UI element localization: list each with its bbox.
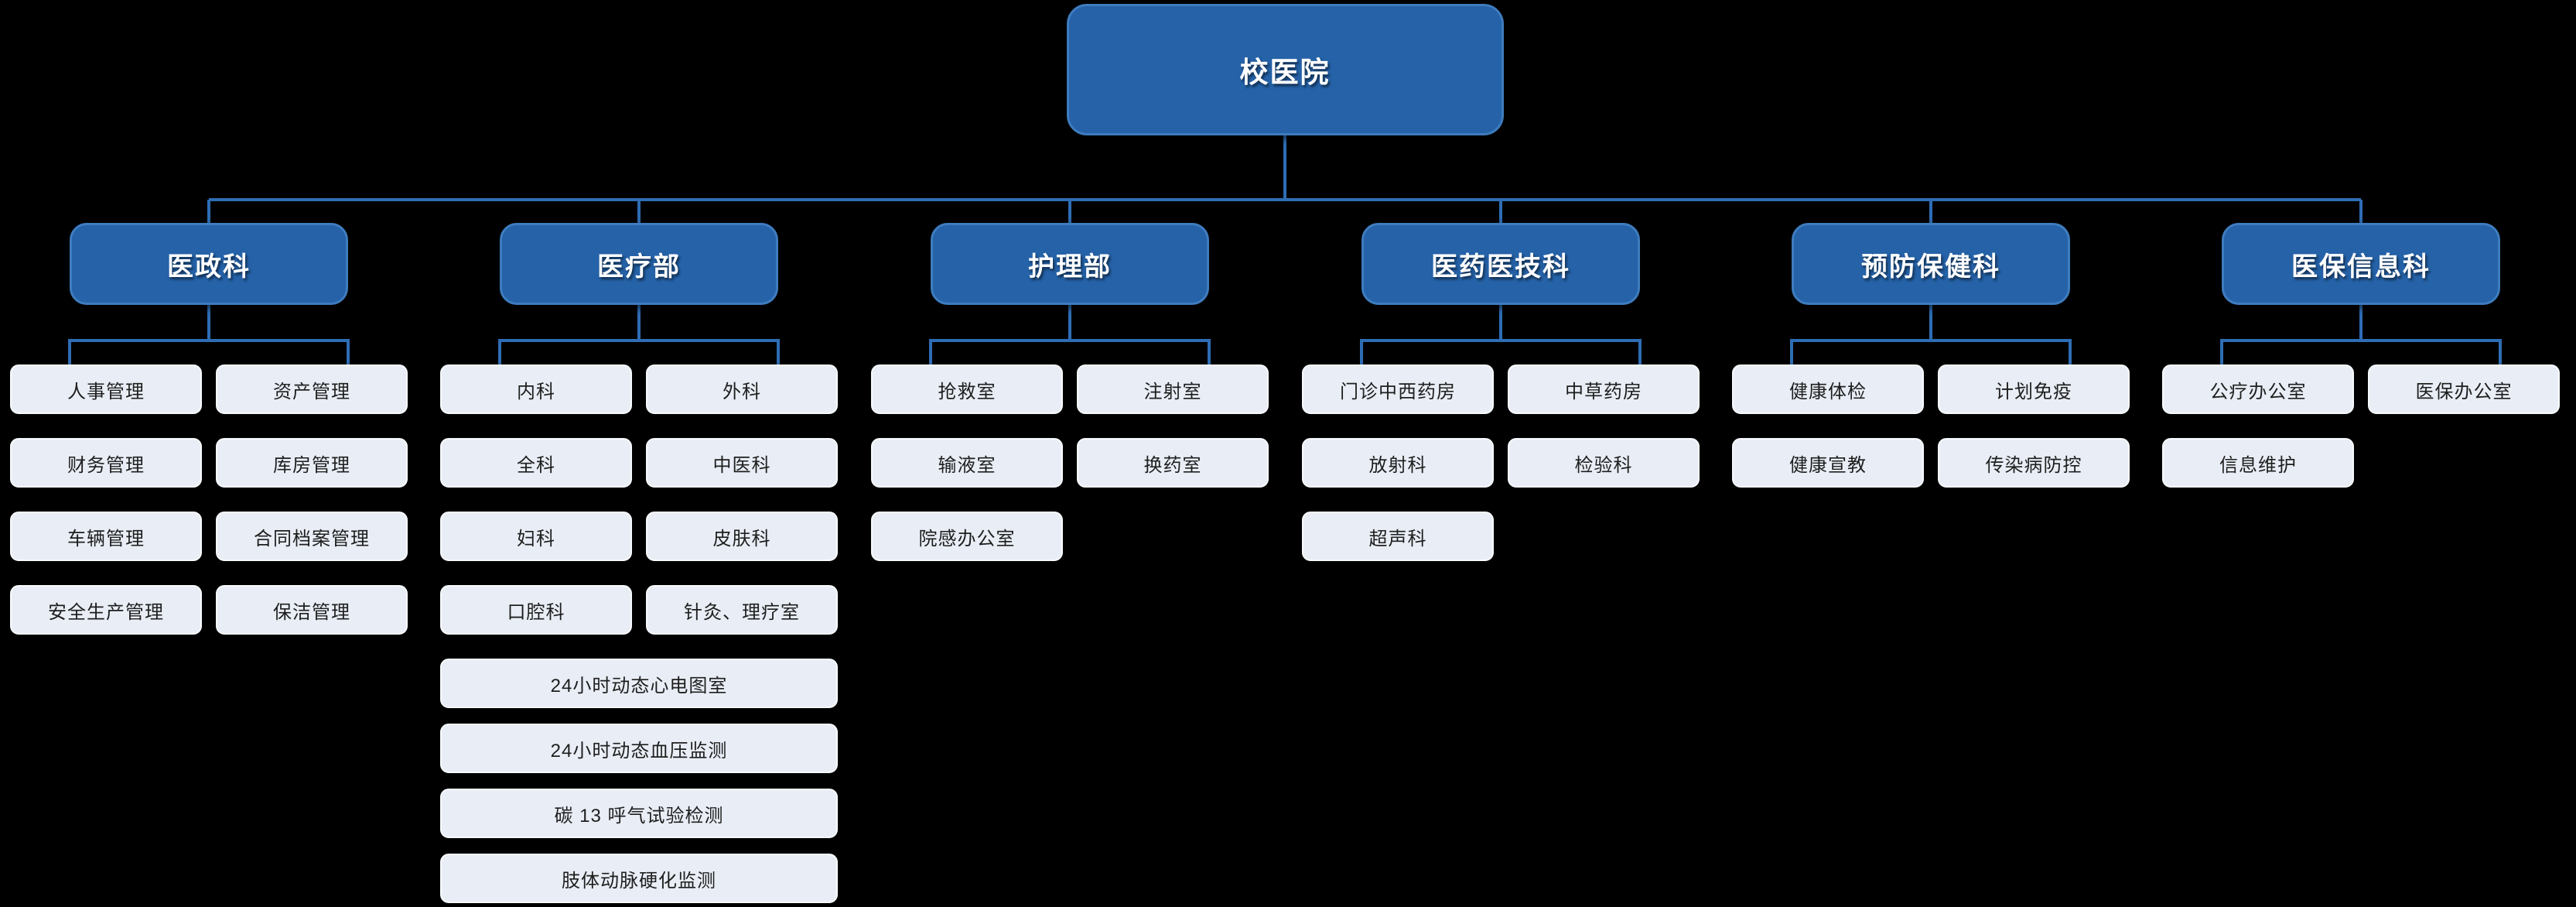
leaf-node: 输液室	[871, 438, 1063, 488]
department-node: 医政科	[70, 223, 348, 305]
leaf-node: 人事管理	[10, 365, 202, 414]
leaf-node: 检验科	[1508, 438, 1700, 488]
leaf-node: 医保办公室	[2368, 365, 2560, 414]
leaf-node: 针灸、理疗室	[646, 585, 838, 635]
leaf-node: 口腔科	[440, 585, 632, 635]
department-node: 医保信息科	[2222, 223, 2500, 305]
leaf-node-wide: 24小时动态心电图室	[440, 659, 838, 708]
leaf-node: 安全生产管理	[10, 585, 202, 635]
leaf-node-wide: 24小时动态血压监测	[440, 724, 838, 773]
leaf-node: 合同档案管理	[216, 512, 408, 561]
department-node: 预防保健科	[1792, 223, 2070, 305]
leaf-node: 门诊中西药房	[1302, 365, 1494, 414]
leaf-node: 中医科	[646, 438, 838, 488]
leaf-node: 信息维护	[2162, 438, 2354, 488]
leaf-node: 全科	[440, 438, 632, 488]
leaf-node: 院感办公室	[871, 512, 1063, 561]
leaf-node: 皮肤科	[646, 512, 838, 561]
department-node: 医疗部	[500, 223, 778, 305]
leaf-node: 健康宣教	[1732, 438, 1924, 488]
leaf-node: 超声科	[1302, 512, 1494, 561]
leaf-node: 财务管理	[10, 438, 202, 488]
leaf-node-wide: 肢体动脉硬化监测	[440, 854, 838, 903]
leaf-node: 健康体检	[1732, 365, 1924, 414]
leaf-node: 注射室	[1077, 365, 1269, 414]
leaf-node: 车辆管理	[10, 512, 202, 561]
department-node: 护理部	[931, 223, 1209, 305]
department-node: 医药医技科	[1361, 223, 1640, 305]
leaf-node: 放射科	[1302, 438, 1494, 488]
leaf-node: 资产管理	[216, 365, 408, 414]
leaf-node: 计划免疫	[1938, 365, 2130, 414]
leaf-node: 库房管理	[216, 438, 408, 488]
root-node: 校医院	[1066, 4, 1504, 135]
leaf-node: 公疗办公室	[2162, 365, 2354, 414]
leaf-node: 传染病防控	[1938, 438, 2130, 488]
leaf-node-wide: 碳 13 呼气试验检测	[440, 789, 838, 838]
leaf-node: 抢救室	[871, 365, 1063, 414]
connector-path	[68, 135, 2502, 365]
leaf-node: 中草药房	[1508, 365, 1700, 414]
leaf-node: 换药室	[1077, 438, 1269, 488]
leaf-node: 保洁管理	[216, 585, 408, 635]
leaf-node: 内科	[440, 365, 632, 414]
leaf-node: 妇科	[440, 512, 632, 561]
leaf-node: 外科	[646, 365, 838, 414]
